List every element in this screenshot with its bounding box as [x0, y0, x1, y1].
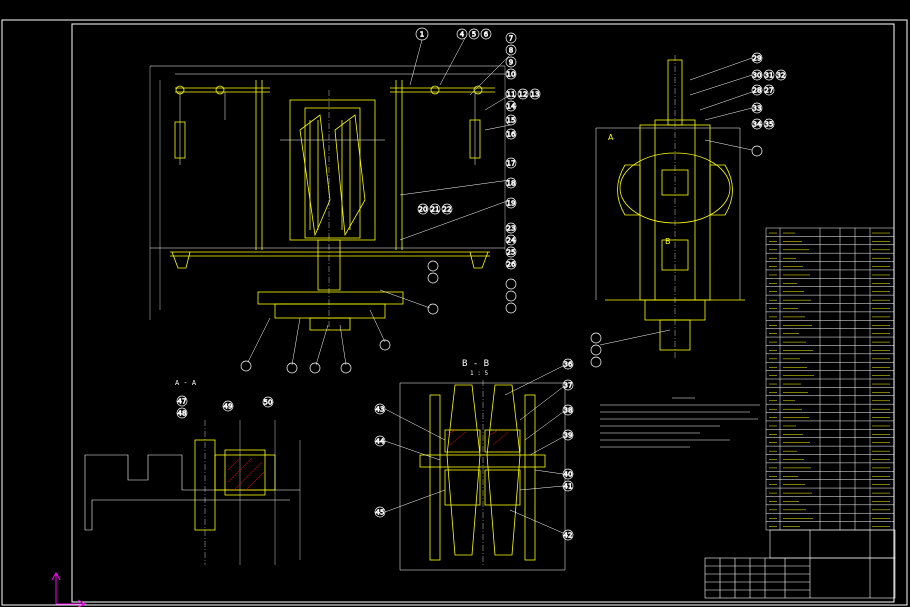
balloon-number: 20 [419, 206, 428, 214]
balloon-number: 7 [509, 35, 513, 43]
balloon-number: 28 [753, 87, 762, 95]
balloon-number: 31 [765, 72, 774, 80]
balloon-number: 36 [564, 361, 573, 369]
balloon-number: 8 [509, 47, 513, 55]
balloon-number: 33 [753, 105, 762, 113]
section-bb-balloons: 36 37 38 39 40 41 42 43 44 45 [374, 358, 574, 541]
side-view [595, 55, 753, 360]
balloon-number: 16 [507, 131, 516, 139]
balloon-number: 23 [507, 225, 516, 233]
balloon-number: 1 [420, 31, 424, 39]
balloon-number: 5 [472, 31, 476, 39]
balloon-number: 13 [531, 91, 540, 99]
balloon-number: 19 [507, 200, 516, 208]
section-aa-balloons: 47 48 49 50 [176, 395, 274, 419]
balloon-number: 38 [564, 407, 573, 415]
title-block [704, 529, 896, 599]
balloon-number: 11 [507, 91, 516, 99]
balloon-number: 24 [507, 237, 516, 245]
balloon-number: 25 [507, 249, 516, 257]
balloon-number: 49 [224, 403, 233, 411]
balloon-number: 40 [564, 471, 573, 479]
balloon-number: 41 [564, 483, 573, 491]
technical-notes [600, 397, 760, 448]
balloon-number: 17 [507, 160, 516, 168]
balloon-number: 22 [443, 206, 452, 214]
section-aa-title: A - A [175, 379, 197, 387]
balloon-number: 26 [507, 261, 516, 269]
balloon-number: 34 [753, 121, 762, 129]
balloon-number: 44 [376, 438, 385, 446]
section-bb-scale: 1 : 5 [470, 370, 488, 377]
balloon-number: 30 [753, 72, 762, 80]
balloon-number: 9 [509, 59, 513, 67]
balloon-number: 6 [484, 31, 489, 39]
balloon-number: 48 [178, 410, 187, 418]
balloon-number: 47 [178, 398, 187, 406]
balloon-number: 32 [777, 72, 786, 80]
balloon-number: 45 [376, 509, 385, 517]
balloon-number: 15 [507, 117, 516, 125]
balloon-number: 29 [753, 55, 762, 63]
balloon-number: 18 [507, 180, 516, 188]
section-bb [399, 380, 566, 571]
section-bb-hatch [446, 429, 509, 446]
ucs-icon [51, 571, 87, 607]
bom-table [765, 227, 895, 531]
balloon-number: 37 [564, 382, 573, 390]
balloon-number: 39 [564, 432, 573, 440]
balloon-number: 14 [507, 103, 516, 111]
section-bb-title: B - B [462, 359, 489, 369]
balloon-number: 10 [507, 71, 516, 79]
balloon-number: 27 [765, 87, 774, 95]
section-bb-leaders [384, 365, 564, 534]
front-view [149, 37, 511, 366]
balloon-number: 42 [564, 532, 573, 540]
balloon-number: 43 [376, 406, 385, 414]
outer-frame [1, 19, 908, 606]
balloon-number: 21 [431, 206, 440, 214]
view-b-marker: B [665, 237, 671, 246]
section-aa-hatch [227, 457, 265, 491]
balloon-number: 12 [519, 91, 528, 99]
balloon-number: 4 [460, 31, 465, 39]
view-a-marker: A [608, 133, 614, 142]
section-aa [84, 420, 301, 565]
balloon-number: 35 [765, 121, 774, 129]
balloon-number: 50 [264, 399, 273, 407]
